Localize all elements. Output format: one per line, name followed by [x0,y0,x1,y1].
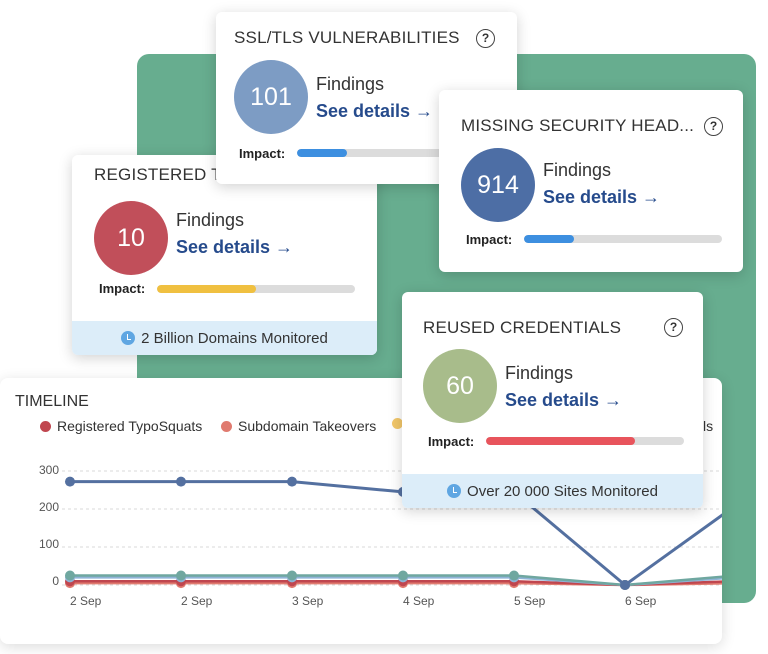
typosquats-card: REGISTERED T 10 Findings See details → I… [72,155,377,355]
impact-label: Impact: [239,146,286,161]
impact-bar [157,285,355,293]
impact-label: Impact: [428,434,475,449]
card-footer: 2 Billion Domains Monitored [72,321,377,355]
clock-icon [447,484,462,498]
y-tick-label: 100 [38,537,59,551]
legend-dot-icon [221,420,232,432]
card-footer: Over 20 000 Sites Monitored [402,474,703,508]
help-icon[interactable]: ? [476,29,495,48]
impact-bar-fill [486,437,635,445]
data-point[interactable] [287,476,297,487]
reused-credentials-card: REUSED CREDENTIALS ? 60 Findings See det… [402,292,703,508]
legend-dot-icon [40,420,51,432]
y-tick-label: 0 [52,574,59,588]
findings-count-badge: 60 [423,349,497,423]
impact-label: Impact: [466,232,513,247]
x-tick-label: 2 Sep [70,594,102,608]
y-tick-label: 300 [38,463,59,477]
x-tick-label: 3 Sep [292,594,324,608]
data-point[interactable] [620,580,630,590]
data-point[interactable] [65,570,75,581]
impact-bar-fill [157,285,256,293]
card-title: SSL/TLS VULNERABILITIES [234,28,460,47]
legend-item-subdomain-takeovers[interactable]: Subdomain Takeovers [221,418,376,434]
legend-label: Subdomain Takeovers [238,418,377,434]
findings-count-badge: 101 [234,60,308,134]
impact-bar-fill [297,149,347,157]
x-tick-label: 2 Sep [181,594,213,608]
legend-label: Registered TypoSquats [57,418,203,434]
x-tick-label: 6 Sep [625,594,657,608]
impact-bar [524,235,722,243]
card-title: MISSING SECURITY HEAD... [461,116,695,135]
data-point[interactable] [176,476,186,487]
card-title: REGISTERED T [94,165,222,184]
data-point[interactable] [65,476,75,487]
findings-label: Findings [505,363,574,383]
see-details-link[interactable]: See details → [505,390,623,410]
see-details-link[interactable]: See details → [316,101,434,121]
legend-dot-icon [392,418,403,429]
card-title: REUSED CREDENTIALS [423,318,622,337]
legend-item-registered-typosquats[interactable]: Registered TypoSquats [40,418,202,434]
findings-count-badge: 10 [94,201,168,275]
footer-text: Over 20 000 Sites Monitored [467,482,658,500]
x-tick-label: 4 Sep [403,594,435,608]
legend-item-partial-label: ls [703,418,713,434]
impact-bar [486,437,684,445]
security-headers-card: MISSING SECURITY HEAD... ? 914 Findings … [439,90,743,272]
data-point[interactable] [509,570,519,581]
data-point[interactable] [176,570,186,581]
findings-label: Findings [176,210,245,230]
footer-text: 2 Billion Domains Monitored [141,329,328,347]
timeline-title: TIMELINE [15,393,89,410]
help-icon[interactable]: ? [704,117,723,136]
see-details-link[interactable]: See details → [543,187,661,207]
impact-bar [297,149,497,157]
see-details-link[interactable]: See details → [176,237,294,257]
impact-label: Impact: [99,281,146,296]
findings-count-badge: 914 [461,148,535,222]
findings-label: Findings [316,74,385,94]
x-tick-label: 5 Sep [514,594,546,608]
legend-item-partial[interactable] [392,418,409,429]
legend-label: ls [703,418,714,434]
impact-bar-fill [524,235,574,243]
data-point[interactable] [398,570,408,581]
clock-icon [121,331,136,345]
y-tick-label: 200 [38,500,59,514]
help-icon[interactable]: ? [664,318,683,337]
data-point[interactable] [287,570,297,581]
findings-label: Findings [543,160,612,180]
